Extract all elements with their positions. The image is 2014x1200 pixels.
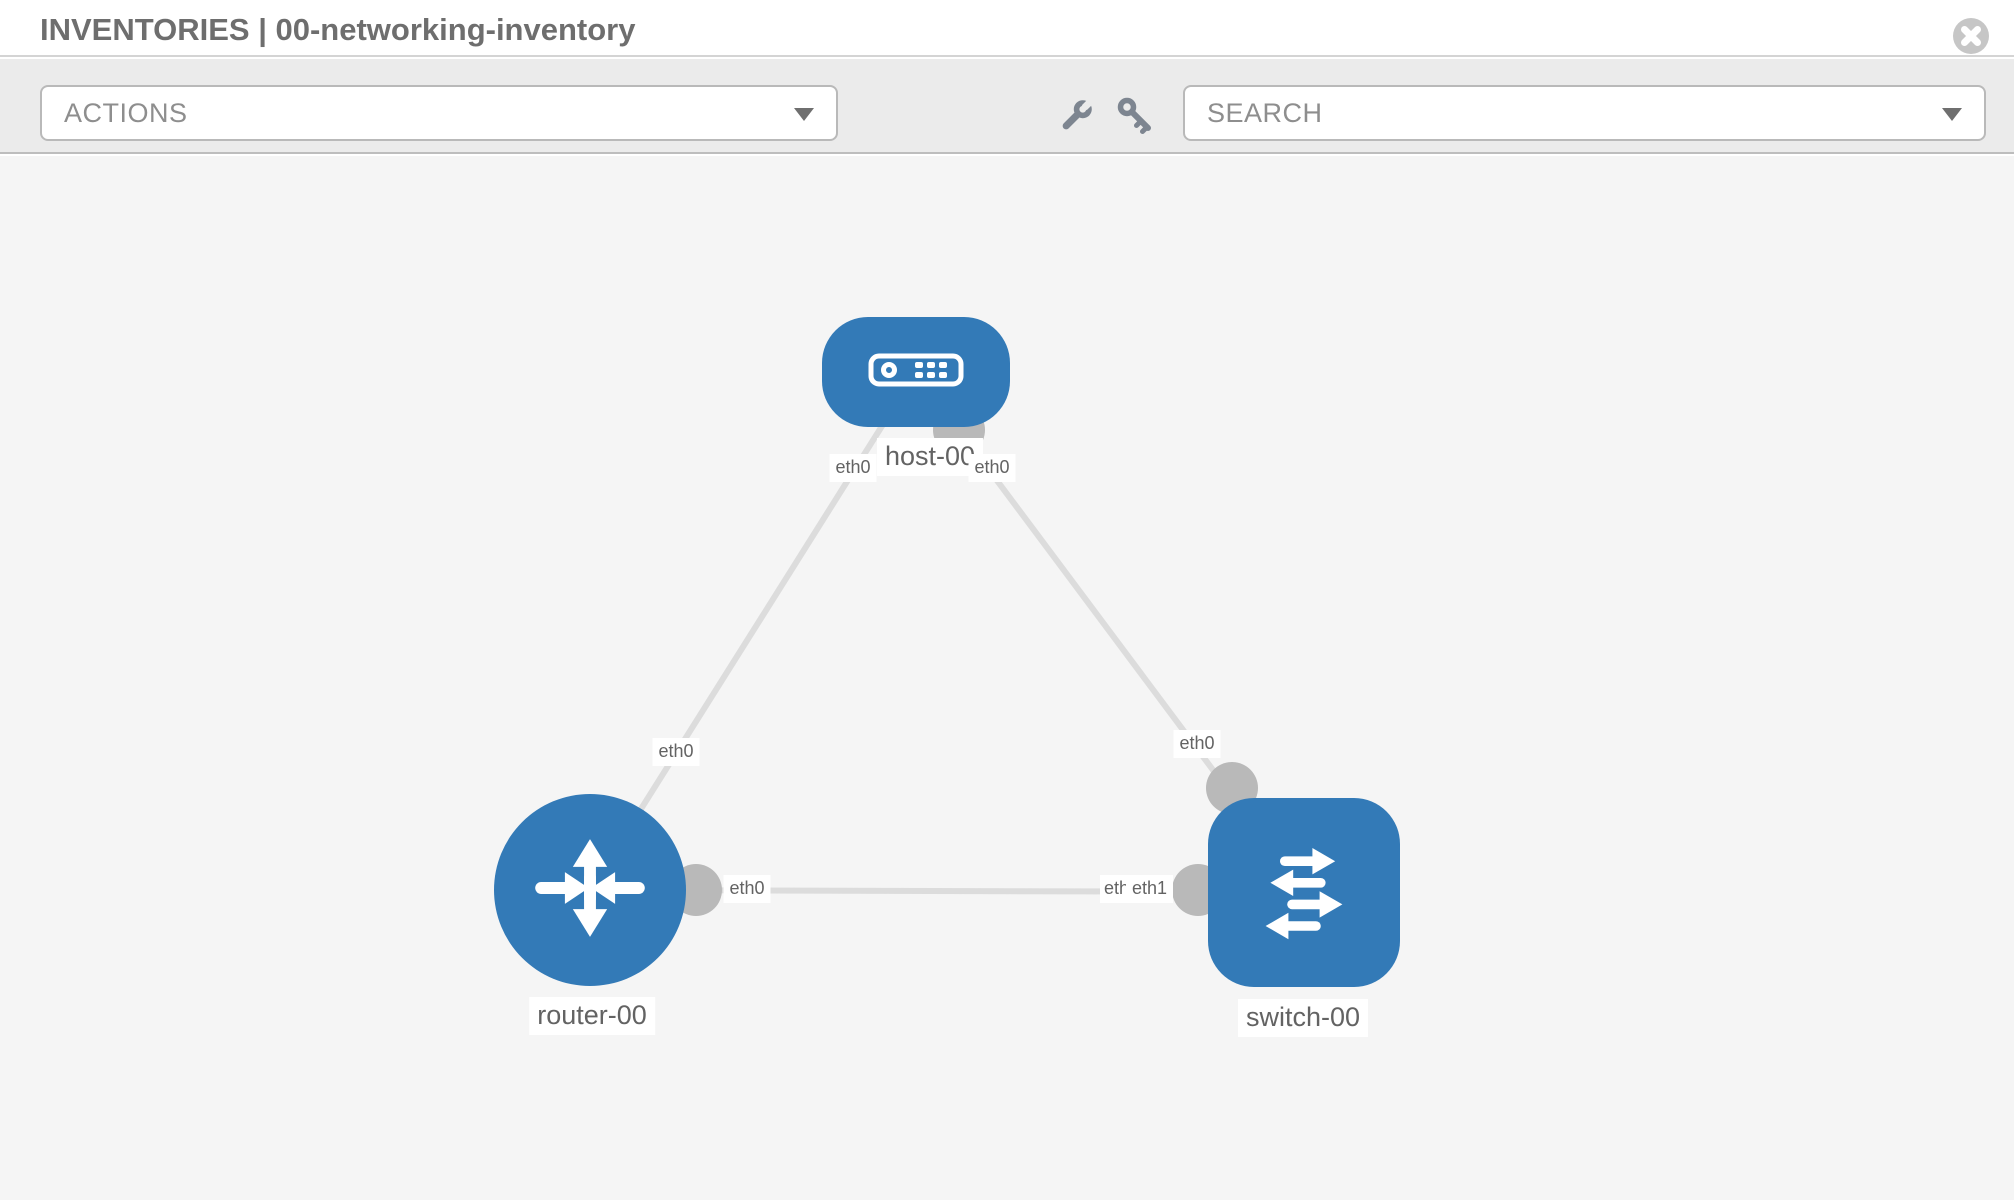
wrench-icon — [1051, 97, 1099, 142]
topology-canvas[interactable]: host-00 router-00 switch-00 eth0 eth0 et… — [0, 156, 2014, 1200]
router-icon — [524, 822, 656, 959]
configure-button[interactable] — [1051, 95, 1099, 139]
close-button[interactable] — [1952, 17, 1990, 55]
chevron-down-icon — [1942, 108, 1962, 121]
interface-label-switch-eth1-to-router: eth1 — [1126, 875, 1174, 903]
interface-label-host-eth0-to-switch: eth0 — [968, 454, 1016, 482]
node-label-router: router-00 — [529, 997, 655, 1035]
search-placeholder: SEARCH — [1207, 97, 1323, 128]
chevron-down-icon — [794, 108, 814, 121]
host-icon — [868, 353, 964, 392]
node-label-switch: switch-00 — [1237, 999, 1369, 1037]
page-title: INVENTORIES | 00-networking-inventory — [40, 12, 636, 47]
search-dropdown[interactable]: SEARCH — [1183, 85, 1986, 141]
key-icon — [1112, 97, 1160, 142]
interface-label-router-eth0-to-host: eth0 — [652, 738, 700, 766]
interface-label-switch-eth0-to-host: eth0 — [1173, 730, 1221, 758]
interface-label-router-eth0-to-switch: eth0 — [723, 875, 771, 903]
node-router-00[interactable] — [494, 794, 686, 986]
node-label-host: host-00 — [876, 438, 984, 476]
switch-icon-node[interactable] — [1208, 798, 1400, 987]
node-host-00[interactable] — [822, 317, 1010, 427]
switch-icon — [1244, 830, 1364, 955]
actions-dropdown[interactable]: ACTIONS — [40, 85, 838, 141]
header: INVENTORIES | 00-networking-inventory — [0, 0, 2014, 57]
close-icon — [1952, 18, 1990, 58]
actions-dropdown-label: ACTIONS — [64, 97, 188, 128]
interface-label-host-eth0-to-router: eth0 — [829, 454, 877, 482]
interface-label-overlapped-eth0: eth0 — [1100, 875, 1127, 903]
credentials-button[interactable] — [1112, 95, 1160, 139]
